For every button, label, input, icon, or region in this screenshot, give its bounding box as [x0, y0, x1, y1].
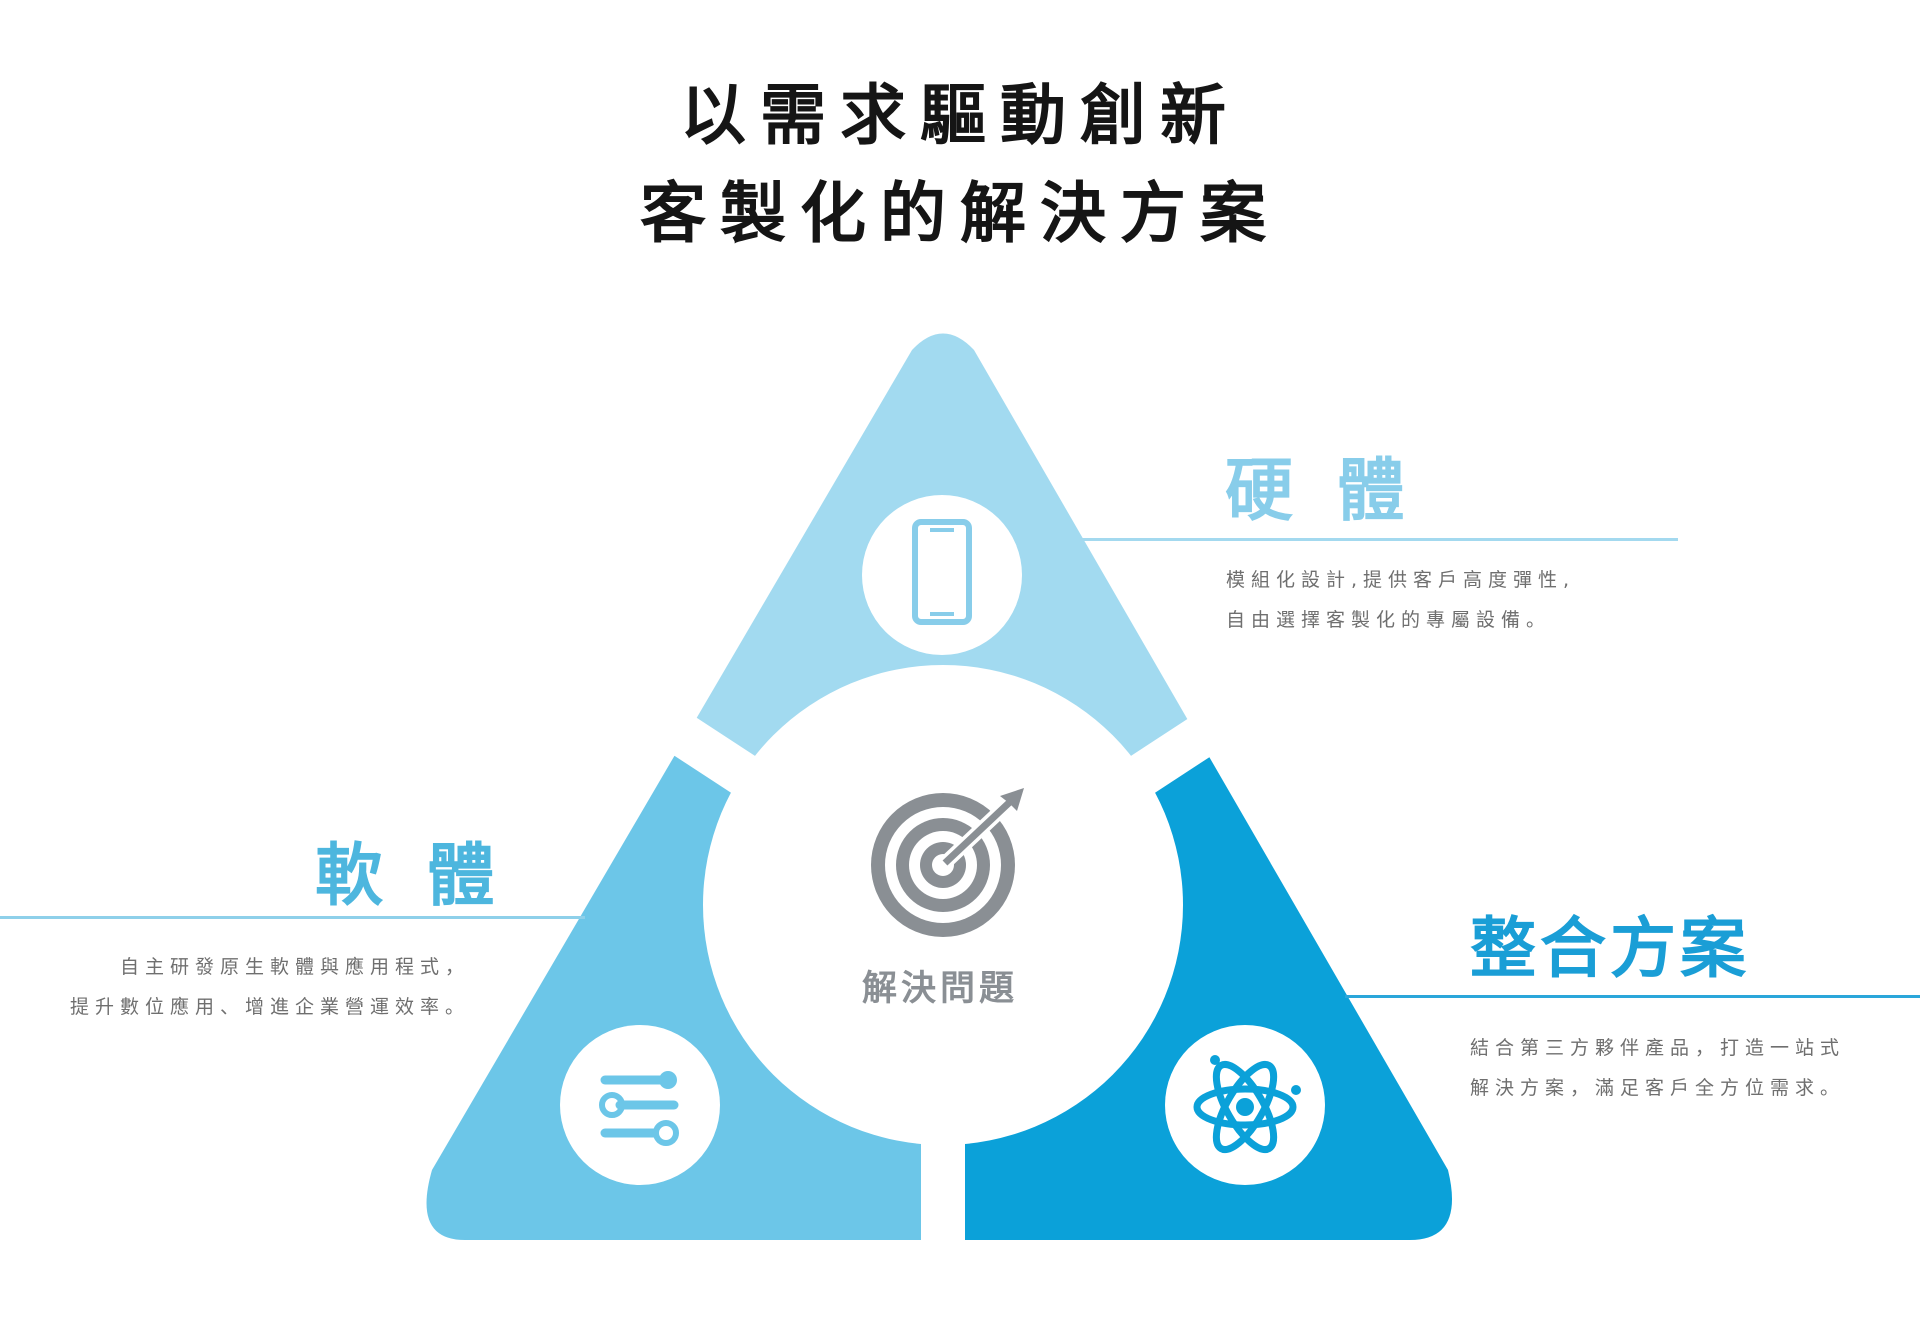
title-line-2: 客製化的解決方案	[640, 175, 1280, 252]
software-desc-line-1: 自主研發原生軟體與應用程式，	[119, 956, 470, 978]
software-title: 軟 體	[315, 837, 505, 916]
center-label: 解決問題	[861, 969, 1018, 1009]
target-icon	[871, 788, 1024, 937]
hardware-icon-circle	[862, 495, 1022, 655]
integration-title: 整合方案	[1470, 910, 1750, 987]
hardware-desc-line-1: 模組化設計,提供客戶高度彈性,	[1226, 569, 1576, 591]
integration-divider	[1345, 995, 1920, 998]
title-line-1: 以需求驅動創新	[680, 77, 1240, 154]
atom-icon	[1193, 1055, 1301, 1154]
hardware-divider	[1080, 538, 1678, 541]
software-divider	[0, 916, 585, 919]
hardware-desc-line-2: 自由選擇客製化的專屬設備。	[1226, 609, 1552, 631]
sliders-icon	[599, 1071, 679, 1146]
hardware-title: 硬 體	[1225, 452, 1415, 531]
integration-desc-line-1: 結合第三方夥伴產品，打造一站式	[1470, 1037, 1846, 1059]
software-description: 自主研發原生軟體與應用程式， 提升數位應用、增進企業營運效率。	[70, 947, 470, 1027]
software-desc-line-2: 提升數位應用、增進企業營運效率。	[69, 996, 470, 1018]
integration-desc-line-2: 解決方案，滿足客戶全方位需求。	[1470, 1077, 1846, 1099]
hardware-description: 模組化設計,提供客戶高度彈性, 自由選擇客製化的專屬設備。	[1226, 560, 1575, 640]
integration-description: 結合第三方夥伴產品，打造一站式 解決方案，滿足客戶全方位需求。	[1470, 1028, 1845, 1108]
phone-icon	[912, 519, 972, 625]
